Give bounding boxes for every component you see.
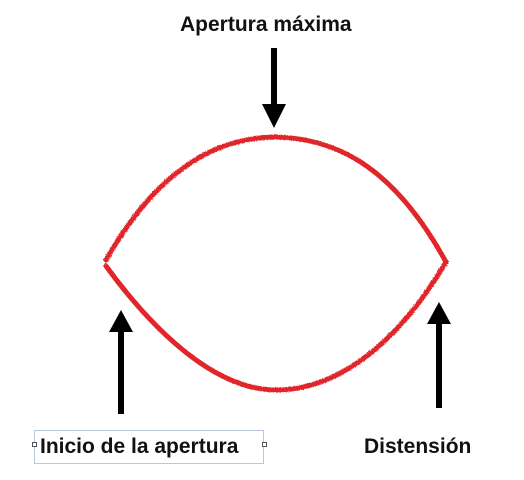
label-apertura-maxima: Apertura máxima — [180, 13, 352, 36]
text-box-selection[interactable] — [34, 430, 264, 464]
lower-curve — [103, 259, 449, 393]
resize-handle-right[interactable] — [262, 442, 267, 447]
arrow-up-icon — [109, 310, 133, 414]
label-distension: Distensión — [364, 435, 472, 458]
resize-handle-left[interactable] — [32, 442, 37, 447]
arrow-down-icon — [262, 48, 286, 128]
label-inicio-apertura[interactable]: Inicio de la apertura — [40, 435, 239, 458]
upper-curve — [103, 134, 449, 265]
arrow-up-icon — [427, 302, 451, 408]
